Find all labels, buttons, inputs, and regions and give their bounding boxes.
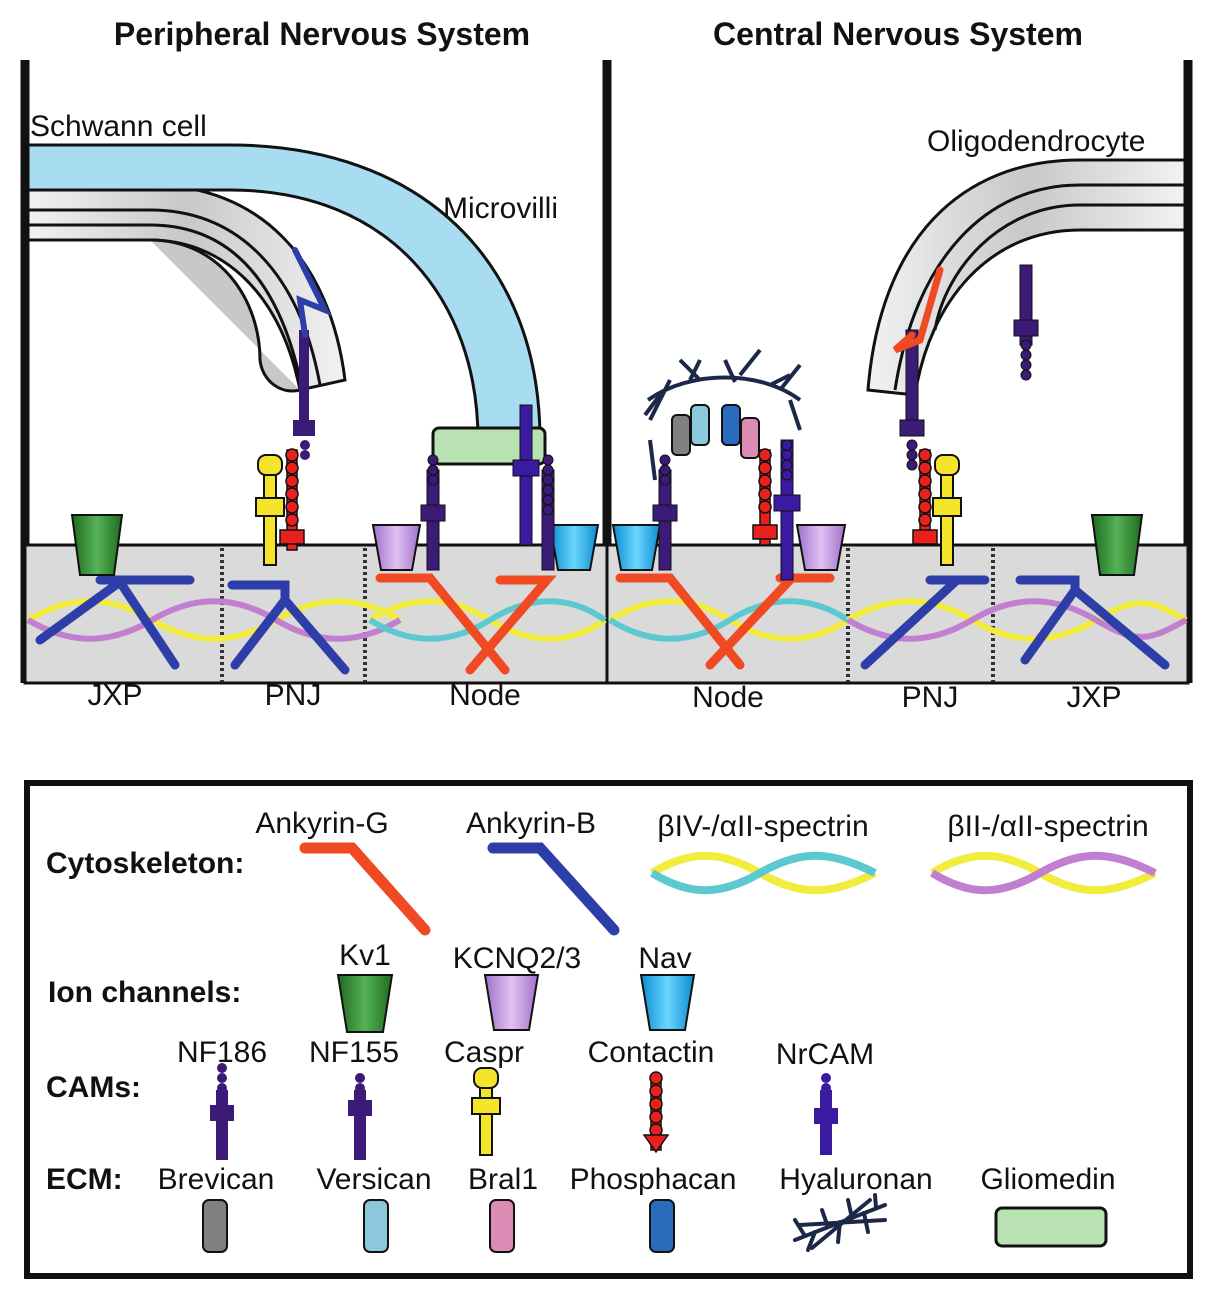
legend-nrcam-icon bbox=[814, 1073, 838, 1155]
kv1-channel-pns bbox=[70, 514, 124, 576]
legend-nf155-icon bbox=[348, 1073, 372, 1160]
hyaluronan-cns bbox=[643, 348, 802, 481]
contactin-pnj-cns bbox=[912, 448, 938, 546]
legend-caspr-label: Caspr bbox=[444, 1036, 524, 1069]
legend-beta-ii-spectrin-label: βII-/αII-spectrin bbox=[947, 810, 1148, 843]
legend-kv1-label: Kv1 bbox=[339, 939, 391, 972]
kcnq-channel-cns bbox=[795, 524, 847, 571]
legend-kcnq-label: KCNQ2/3 bbox=[453, 942, 581, 975]
ankyrin-g-pns bbox=[375, 573, 557, 675]
nrcam-node-pns bbox=[512, 404, 540, 546]
region-dividers bbox=[220, 548, 995, 682]
legend-bral1-icon bbox=[489, 1199, 515, 1253]
nf186-node-pns bbox=[420, 454, 446, 571]
legend-nrcam-label: NrCAM bbox=[776, 1038, 874, 1071]
bral1-cns bbox=[740, 417, 760, 459]
legend-kv1-icon bbox=[336, 974, 394, 1033]
legend-contactin-icon bbox=[642, 1071, 670, 1154]
label-oligodendrocyte: Oligodendrocyte bbox=[927, 125, 1145, 158]
legend-kcnq-icon bbox=[483, 974, 540, 1031]
phosphacan-cns bbox=[721, 404, 741, 446]
caspr-pnj-cns bbox=[932, 454, 962, 566]
legend-beta-ii-spectrin-icon bbox=[929, 851, 1157, 895]
spectrin-cns bbox=[608, 598, 1188, 642]
axon-membrane-pns bbox=[23, 543, 609, 685]
header-cns: Central Nervous System bbox=[713, 16, 1083, 52]
legend-nf155-label: NF155 bbox=[309, 1036, 399, 1069]
legend-heading-cytoskeleton: Cytoskeleton: bbox=[46, 847, 244, 880]
contactin-node-cns bbox=[752, 448, 778, 546]
label-schwann-cell: Schwann cell bbox=[30, 110, 207, 143]
region-node-pns: Node bbox=[449, 679, 521, 712]
region-node-cns: Node bbox=[692, 681, 764, 714]
kcnq-channel-pns bbox=[371, 524, 422, 571]
region-jxp-pns: JXP bbox=[87, 679, 142, 712]
legend-ankyrin-g-label: Ankyrin-G bbox=[255, 807, 388, 840]
legend-hyaluronan-icon bbox=[793, 1193, 887, 1252]
legend-heading-ion-channels: Ion channels: bbox=[48, 976, 241, 1009]
header-pns: Peripheral Nervous System bbox=[114, 16, 530, 52]
nf186-node-pns-2 bbox=[541, 454, 555, 571]
region-pnj-pns: PNJ bbox=[265, 679, 322, 712]
nf186-node-cns bbox=[652, 454, 678, 571]
ankyrin-b-pns bbox=[35, 575, 350, 675]
nf155-oligo bbox=[1013, 264, 1039, 381]
legend-heading-ecm: ECM: bbox=[46, 1163, 123, 1196]
versican-cns bbox=[690, 404, 710, 446]
nav-channel-pns bbox=[548, 524, 600, 571]
legend-nav-label: Nav bbox=[638, 942, 691, 975]
label-microvilli: Microvilli bbox=[443, 192, 558, 225]
legend-heading-cams: CAMs: bbox=[46, 1071, 141, 1104]
ankyrin-b-cns bbox=[860, 575, 1170, 670]
legend-brevican-label: Brevican bbox=[158, 1163, 275, 1196]
schwann-myelin bbox=[26, 183, 347, 393]
legend-phosphacan-label: Phosphacan bbox=[570, 1163, 737, 1196]
legend-beta-iv-spectrin-label: βIV-/αII-spectrin bbox=[657, 810, 868, 843]
legend-ankyrin-b-icon bbox=[487, 842, 620, 936]
region-jxp-cns: JXP bbox=[1066, 681, 1121, 714]
legend-nav-icon bbox=[639, 974, 696, 1031]
contactin-pnj-pns bbox=[279, 448, 305, 551]
caspr-pnj-pns bbox=[255, 454, 285, 566]
legend-box bbox=[24, 780, 1193, 1279]
legend-beta-iv-spectrin-icon bbox=[649, 851, 877, 895]
legend-phosphacan-icon bbox=[649, 1199, 675, 1253]
legend-caspr-icon bbox=[471, 1067, 501, 1156]
legend-gliomedin-icon bbox=[994, 1206, 1108, 1248]
region-pnj-cns: PNJ bbox=[902, 681, 959, 714]
legend-ankyrin-g-icon bbox=[299, 842, 431, 936]
legend-contactin-label: Contactin bbox=[588, 1036, 715, 1069]
nrcam-node-cns bbox=[773, 439, 801, 581]
legend-versican-icon bbox=[363, 1199, 389, 1253]
legend-versican-label: Versican bbox=[316, 1163, 431, 1196]
legend-ankyrin-b-label: Ankyrin-B bbox=[466, 807, 596, 840]
legend-bral1-label: Bral1 bbox=[468, 1163, 538, 1196]
nf155-pnj-pns bbox=[292, 247, 332, 460]
nf155-pnj-cns bbox=[899, 329, 925, 471]
legend-gliomedin-label: Gliomedin bbox=[980, 1163, 1115, 1196]
legend-nf186-icon bbox=[210, 1063, 234, 1160]
brevican-cns bbox=[671, 414, 691, 456]
kv1-channel-cns bbox=[1090, 514, 1144, 576]
ankyrin-g-oligo bbox=[892, 266, 944, 354]
nav-channel-cns bbox=[611, 524, 662, 571]
legend-hyaluronan-label: Hyaluronan bbox=[779, 1163, 932, 1196]
legend-brevican-icon bbox=[202, 1199, 228, 1253]
gliomedin-pns bbox=[431, 426, 547, 466]
